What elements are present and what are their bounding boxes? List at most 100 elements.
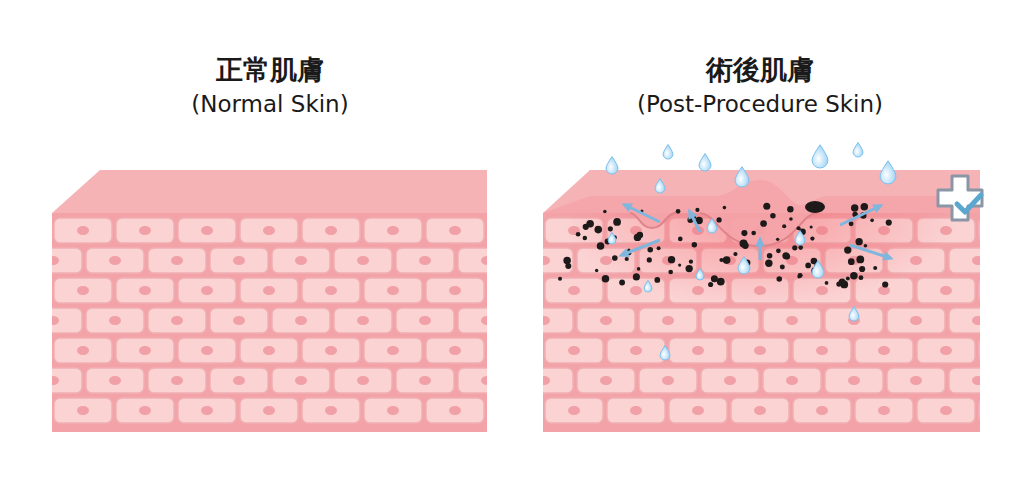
cell-nucleus bbox=[662, 376, 674, 385]
pigment-dot bbox=[825, 281, 829, 285]
skin-cell bbox=[86, 248, 144, 273]
skin-top-surface bbox=[52, 170, 487, 213]
pigment-dot bbox=[846, 276, 850, 280]
cell-nucleus bbox=[600, 376, 612, 385]
skin-cell bbox=[334, 368, 392, 393]
pigment-dot bbox=[657, 246, 661, 250]
cell-nucleus bbox=[419, 316, 431, 325]
cell-nucleus bbox=[387, 286, 399, 295]
skin-cell bbox=[52, 368, 82, 393]
skin-cell bbox=[334, 248, 392, 273]
pigment-dot bbox=[678, 237, 683, 242]
cell-nucleus bbox=[263, 226, 275, 235]
cell-nucleus bbox=[325, 286, 337, 295]
pigment-dot bbox=[805, 263, 811, 269]
water-droplet bbox=[663, 145, 673, 160]
pigment-dot bbox=[848, 258, 855, 265]
pigment-dot bbox=[844, 246, 851, 253]
normal-skin-block bbox=[24, 170, 546, 432]
cell-nucleus bbox=[357, 376, 369, 385]
pigment-dot bbox=[776, 276, 782, 282]
cell-nucleus bbox=[77, 286, 89, 295]
cell-nucleus bbox=[724, 376, 736, 385]
pigment-dot bbox=[689, 260, 693, 264]
pigment-dot bbox=[797, 275, 800, 278]
water-droplet bbox=[699, 154, 711, 171]
skin-cell bbox=[577, 368, 635, 393]
water-droplet bbox=[812, 261, 824, 278]
skin-cell bbox=[545, 338, 603, 363]
skin-cell bbox=[396, 308, 454, 333]
skin-cell bbox=[607, 338, 665, 363]
skin-cell bbox=[272, 308, 330, 333]
panel-heading: 術後肌膚 bbox=[522, 52, 998, 88]
skin-cell bbox=[210, 248, 268, 273]
pigment-dot bbox=[873, 266, 877, 270]
pigment-dot bbox=[634, 234, 641, 241]
pigment-dot bbox=[798, 273, 803, 278]
pigment-dot bbox=[692, 242, 697, 247]
pigment-dot bbox=[782, 252, 789, 259]
skin-cell bbox=[979, 278, 980, 303]
pigment-dot bbox=[798, 245, 803, 250]
cell-nucleus bbox=[449, 406, 461, 415]
cell-nucleus bbox=[201, 226, 213, 235]
cell-nucleus bbox=[171, 376, 183, 385]
skin-cell bbox=[949, 368, 980, 393]
pigment-dot bbox=[563, 257, 570, 264]
cell-nucleus bbox=[325, 406, 337, 415]
skin-cell bbox=[364, 398, 422, 423]
cell-nucleus bbox=[201, 406, 213, 415]
cell-nucleus bbox=[52, 316, 59, 325]
pigment-dot bbox=[836, 281, 841, 286]
skin-cell bbox=[545, 398, 603, 423]
cell-nucleus bbox=[139, 226, 151, 235]
pigment-dot bbox=[765, 260, 772, 267]
panel-subheading: (Normal Skin) bbox=[32, 88, 508, 120]
skin-cell bbox=[364, 218, 422, 243]
pigment-cluster bbox=[805, 201, 825, 213]
cell-nucleus bbox=[754, 406, 766, 415]
pigment-dot bbox=[776, 248, 781, 253]
cell-nucleus bbox=[568, 346, 580, 355]
skin-front-face bbox=[52, 213, 487, 432]
cell-nucleus bbox=[171, 256, 183, 265]
cell-nucleus bbox=[972, 376, 980, 385]
damaged-surface bbox=[543, 180, 980, 246]
panel-heading: 正常肌膚 bbox=[32, 52, 508, 88]
skin-cell bbox=[917, 338, 975, 363]
pigment-dot bbox=[558, 277, 562, 281]
skin-cell bbox=[887, 368, 945, 393]
cell-nucleus bbox=[481, 256, 487, 265]
cell-nucleus bbox=[77, 226, 89, 235]
small-pit bbox=[630, 213, 676, 228]
cell-nucleus bbox=[295, 256, 307, 265]
skin-cell bbox=[979, 338, 980, 363]
skin-cell bbox=[52, 248, 82, 273]
skin-cell bbox=[178, 398, 236, 423]
water-droplet bbox=[735, 167, 749, 187]
skin-cell bbox=[979, 398, 980, 423]
skin-cell bbox=[426, 398, 484, 423]
pigment-dot bbox=[763, 203, 770, 210]
skin-cell bbox=[178, 218, 236, 243]
skin-cell bbox=[979, 218, 980, 243]
arrow-head bbox=[688, 208, 697, 219]
skin-cell bbox=[116, 278, 174, 303]
cell-nucleus bbox=[295, 376, 307, 385]
pigment-particles bbox=[558, 201, 892, 288]
cell-nucleus bbox=[692, 406, 704, 415]
cell-nucleus bbox=[910, 316, 922, 325]
cell-nucleus bbox=[543, 256, 550, 265]
pigment-dot bbox=[770, 213, 775, 218]
skin-cell bbox=[54, 398, 112, 423]
pigment-dot bbox=[780, 264, 785, 269]
pigment-dot bbox=[886, 220, 892, 226]
skin-cell bbox=[210, 308, 268, 333]
pigment-dot bbox=[594, 226, 602, 234]
cell-nucleus bbox=[52, 376, 59, 385]
large-crater bbox=[700, 213, 818, 246]
cell-nucleus bbox=[233, 256, 245, 265]
cell-nucleus bbox=[201, 346, 213, 355]
pigment-dot bbox=[647, 247, 653, 253]
